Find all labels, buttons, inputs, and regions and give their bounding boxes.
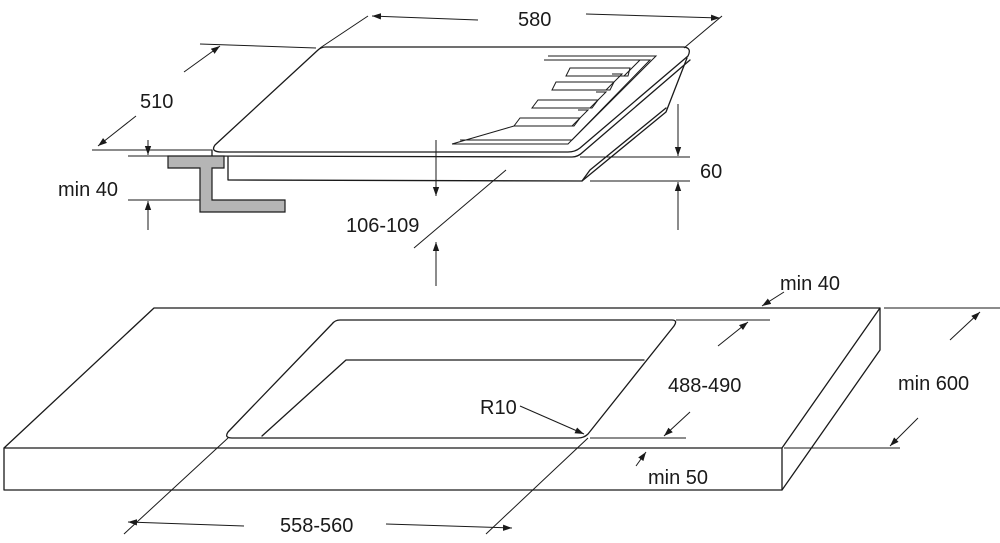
hob-glass-edge (211, 59, 691, 158)
hob-top-surface (212, 46, 690, 153)
label-min50: min 50 (648, 467, 708, 489)
dim-106-109: 106-109 (346, 140, 507, 286)
dim-r10: R10 (480, 397, 585, 435)
label-60: 60 (700, 161, 722, 183)
worktop-side-face (781, 307, 881, 491)
dim-488-490: 488-490 (590, 321, 749, 439)
label-510: 510 (140, 91, 173, 113)
dim-min40-worktop: min 40 (58, 140, 200, 230)
label-min40-back: min 40 (780, 273, 840, 295)
hob-drawing (167, 46, 691, 213)
dim-min50: min 50 (635, 451, 708, 489)
dim-60: 60 (580, 104, 722, 230)
hob-housing-side (581, 107, 667, 182)
label-min40-worktop: min 40 (58, 179, 118, 201)
worktop-bracket (167, 155, 286, 213)
control-sliders (451, 55, 658, 145)
dim-580: 580 (319, 9, 723, 49)
worktop-top-face (3, 307, 881, 449)
label-r10: R10 (480, 397, 517, 419)
dim-min40-back: min 40 (676, 273, 840, 321)
label-488-490: 488-490 (668, 375, 741, 397)
cutout-inner-edge (261, 359, 645, 437)
label-min600: min 600 (898, 373, 969, 395)
worktop-drawing (3, 307, 881, 491)
dim-min600: min 600 (784, 307, 1000, 449)
label-106-109: 106-109 (346, 215, 419, 237)
worktop-front-face (3, 447, 783, 491)
dim-558-560: 558-560 (123, 437, 589, 537)
label-558-560: 558-560 (280, 515, 353, 537)
hob-cutout (226, 319, 677, 439)
label-580: 580 (518, 9, 551, 31)
dim-510: 510 (92, 43, 317, 151)
